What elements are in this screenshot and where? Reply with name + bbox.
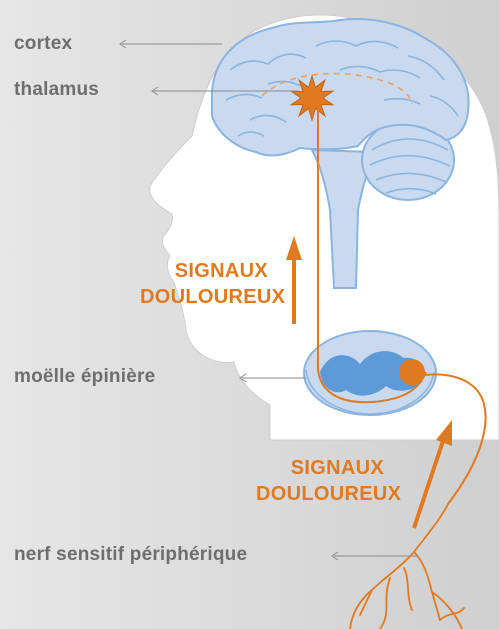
pain-signals-upper-line2: DOULOUREUX bbox=[140, 284, 268, 310]
pain-signals-lower-line2: DOULOUREUX bbox=[256, 481, 384, 507]
pain-signals-upper: SIGNAUX DOULOUREUX bbox=[140, 258, 268, 310]
label-thalamus: thalamus bbox=[14, 79, 99, 101]
pain-signals-upper-line1: SIGNAUX bbox=[140, 258, 268, 284]
label-cortex: cortex bbox=[14, 33, 72, 55]
label-peripheral-nerve: nerf sensitif périphérique bbox=[14, 544, 247, 566]
label-spinal-cord: moëlle épinière bbox=[14, 366, 155, 388]
pain-signals-lower-line1: SIGNAUX bbox=[256, 455, 384, 481]
peripheral-nerve bbox=[350, 504, 464, 629]
pain-signals-lower: SIGNAUX DOULOUREUX bbox=[256, 455, 384, 507]
